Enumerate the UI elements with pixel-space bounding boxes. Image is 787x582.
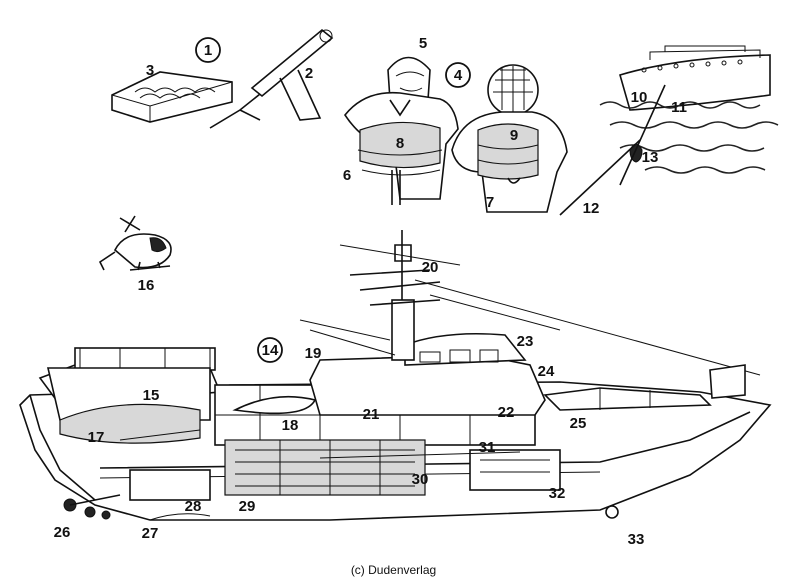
label-3: 3 <box>146 62 154 79</box>
label-1: 1 <box>204 42 212 59</box>
label-6: 6 <box>343 167 351 184</box>
man-overboard-scene <box>559 45 779 216</box>
label-33: 33 <box>628 531 645 548</box>
label-4: 4 <box>454 67 463 84</box>
label-28: 28 <box>185 498 202 515</box>
label-2: 2 <box>305 65 313 82</box>
label-5: 5 <box>419 35 427 52</box>
life-jacket-illustration <box>344 56 568 213</box>
label-23: 23 <box>517 333 534 350</box>
label-11: 11 <box>671 99 687 116</box>
label-25: 25 <box>570 415 587 432</box>
label-10: 10 <box>631 89 648 106</box>
label-8: 8 <box>396 135 404 152</box>
label-31: 31 <box>479 439 496 456</box>
label-29: 29 <box>239 498 256 515</box>
label-24: 24 <box>538 363 555 380</box>
number-labels: 1 2 3 4 5 6 7 8 9 10 11 12 13 14 15 16 1… <box>54 35 687 548</box>
label-15: 15 <box>143 387 160 404</box>
label-19: 19 <box>305 345 322 362</box>
label-32: 32 <box>549 485 566 502</box>
label-7: 7 <box>486 194 494 211</box>
rescue-cruiser-cutaway <box>19 230 772 521</box>
helicopter-illustration <box>98 215 172 271</box>
label-26: 26 <box>54 524 71 541</box>
copyright-credit: (c) Dudenverlag <box>350 563 437 577</box>
label-21: 21 <box>363 406 380 423</box>
label-30: 30 <box>412 471 429 488</box>
label-17: 17 <box>88 429 105 446</box>
label-16: 16 <box>138 277 155 294</box>
label-22: 22 <box>498 404 515 421</box>
label-20: 20 <box>422 259 439 276</box>
label-9: 9 <box>510 127 518 144</box>
label-12: 12 <box>583 200 600 217</box>
label-18: 18 <box>282 417 299 434</box>
label-13: 13 <box>642 149 659 166</box>
label-27: 27 <box>142 525 159 542</box>
line-throwing-apparatus-illustration <box>111 28 334 129</box>
group-14-marker <box>257 337 283 363</box>
label-14: 14 <box>262 342 279 359</box>
